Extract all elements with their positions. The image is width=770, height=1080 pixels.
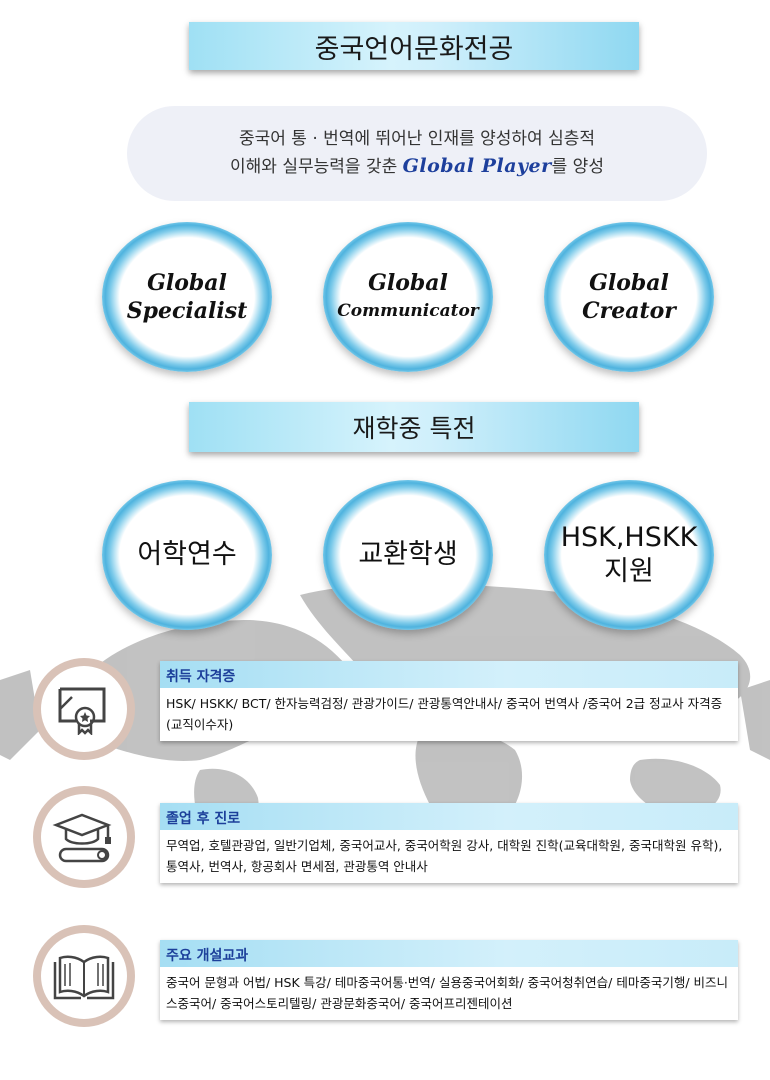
intro-line-2: 이해와 실무능력을 갖춘 Global Player를 양성 — [230, 153, 604, 181]
book-icon-badge — [33, 925, 135, 1027]
goal-line-1: Global — [589, 270, 669, 296]
goal-line-1: Global — [147, 270, 227, 296]
benefit-line-1: 어학연수 — [137, 539, 237, 570]
benefit-ring-exchange-student: 교환학생 — [323, 480, 493, 630]
section-text: 중국어 문형과 어법/ HSK 특강/ 테마중국어통·번역/ 실용중국어회화/ … — [160, 967, 738, 1020]
section-heading: 주요 개설교과 — [166, 948, 249, 964]
goal-ring-specialist: Global Specialist — [102, 222, 272, 372]
benefit-ring-hsk-support: HSK,HSKK 지원 — [544, 480, 714, 630]
benefits-banner: 재학중 특전 — [189, 402, 639, 452]
graduation-icon-badge — [33, 786, 135, 888]
benefit-line-1: 교환학생 — [358, 539, 458, 570]
section-courses: 주요 개설교과 중국어 문형과 어법/ HSK 특강/ 테마중국어통·번역/ 실… — [160, 940, 738, 1020]
intro-line-2-prefix: 이해와 실무능력을 갖춘 — [230, 157, 403, 177]
goal-ring-communicator: Global Communicator — [323, 222, 493, 372]
intro-line-2-suffix: 를 양성 — [551, 157, 604, 177]
section-heading: 졸업 후 진로 — [166, 811, 241, 827]
benefit-line-1: HSK,HSKK — [560, 522, 698, 553]
section-careers: 졸업 후 진로 무역업, 호텔관광업, 일반기업체, 중국어교사, 중국어학원 … — [160, 803, 738, 883]
page-title-banner: 중국언어문화전공 — [189, 22, 639, 70]
intro-statement: 중국어 통 · 번역에 뛰어난 인재를 양성하여 심층적 이해와 실무능력을 갖… — [127, 106, 707, 201]
graduation-cap-icon — [52, 813, 112, 863]
certificate-icon — [58, 687, 106, 735]
goal-ring-creator: Global Creator — [544, 222, 714, 372]
benefit-ring-language-training: 어학연수 — [102, 480, 272, 630]
intro-line-1: 중국어 통 · 번역에 뛰어난 인재를 양성하여 심층적 — [238, 129, 596, 149]
benefit-line-2: 지원 — [604, 556, 654, 587]
open-book-icon — [53, 955, 115, 1000]
section-certificates: 취득 자격증 HSK/ HSKK/ BCT/ 한자능력검정/ 관광가이드/ 관광… — [160, 661, 738, 741]
certificate-icon-badge — [33, 658, 135, 760]
goal-line-1: Global — [368, 270, 448, 296]
goal-line-2: Communicator — [337, 301, 479, 321]
page-title: 중국언어문화전공 — [314, 33, 514, 65]
section-heading: 취득 자격증 — [166, 669, 236, 685]
section-text: HSK/ HSKK/ BCT/ 한자능력검정/ 관광가이드/ 관광통역안내사/ … — [160, 688, 738, 741]
goal-line-2: Creator — [582, 298, 676, 324]
global-player-text: Global Player — [402, 155, 552, 177]
section-text: 무역업, 호텔관광업, 일반기업체, 중국어교사, 중국어학원 강사, 대학원 … — [160, 830, 738, 883]
goal-line-2: Specialist — [126, 298, 248, 324]
benefits-title: 재학중 특전 — [352, 414, 476, 443]
